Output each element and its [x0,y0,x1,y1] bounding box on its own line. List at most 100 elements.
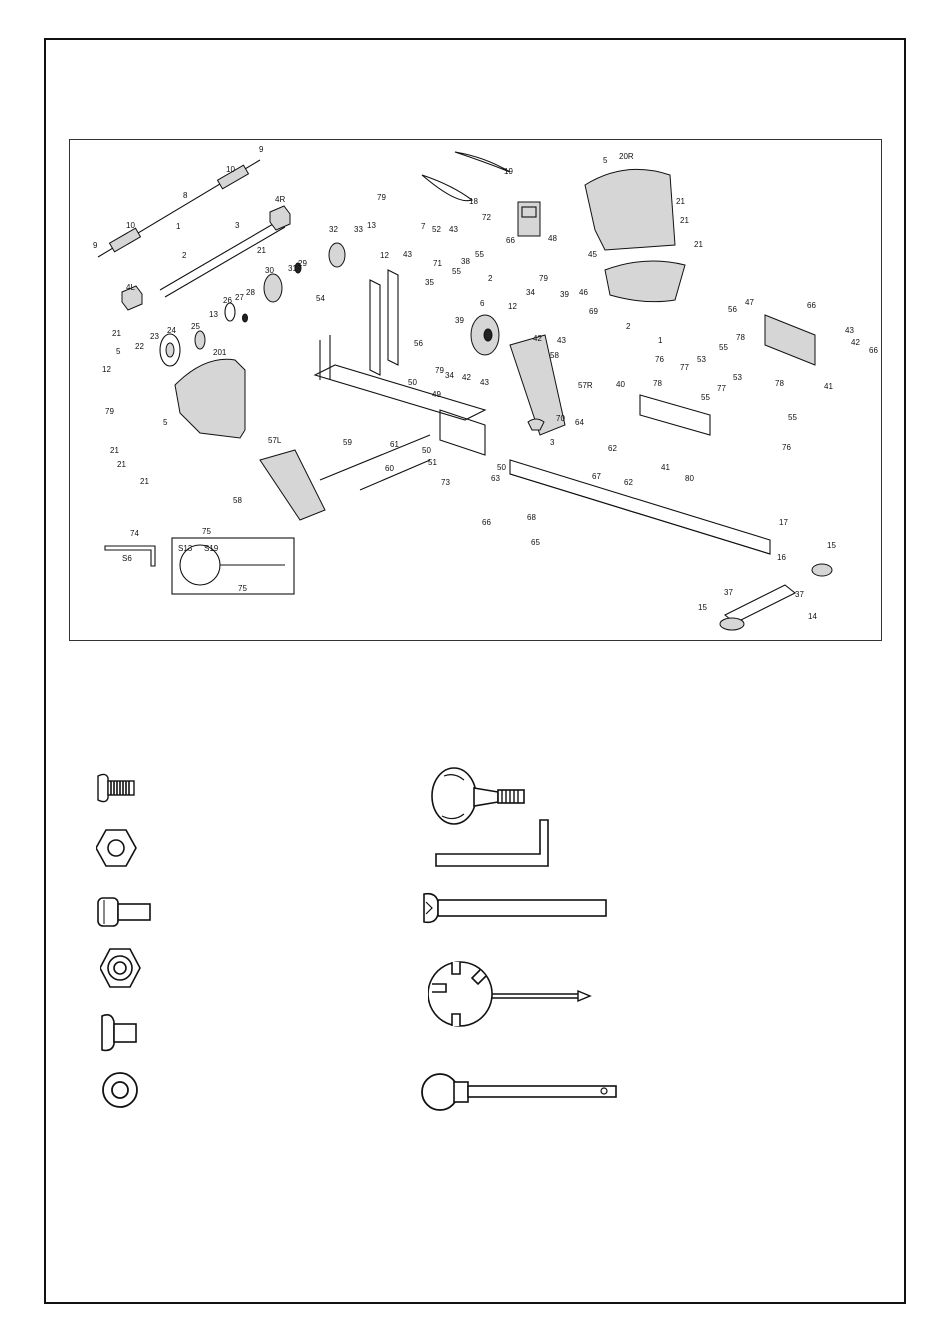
crank-tube-edge [164,226,286,298]
label-60: 60 [385,464,394,473]
label-3: 3 [235,221,240,230]
pedal-57L [259,449,326,521]
console-display [521,206,537,218]
label-78a: 78 [736,333,745,342]
label-37a: 37 [724,588,733,597]
label-20R: 20R [619,152,634,161]
bearing-23 [194,330,206,350]
diagram-svg: 9 10 8 10 9 1 2 3 4R 21 4L 21 32 33 13 1… [93,145,878,631]
rear-stabilizer-14 [723,584,797,624]
label-9a: 9 [259,145,264,154]
label-75: 75 [202,527,211,536]
cap-screw-icon [97,897,151,927]
label-22: 22 [135,342,144,351]
label-53a: 53 [697,355,706,364]
label-24: 24 [167,326,176,335]
label-43d: 43 [480,378,489,387]
label-21f: 21 [676,197,685,206]
end-cap-15a [719,617,745,631]
label-15a: 15 [827,541,836,550]
label-79d: 79 [435,366,444,375]
label-78b: 78 [653,379,662,388]
label-26: 26 [223,296,232,305]
label-41b: 41 [661,463,670,472]
label-79c: 79 [539,274,548,283]
label-76b: 76 [782,443,791,452]
label-5c: 5 [603,156,608,165]
label-14: 14 [808,612,817,621]
bearing-31 [294,262,302,274]
bracket-40 [639,394,711,436]
knob-bolt-icon [431,767,525,825]
label-21e: 21 [140,477,149,486]
label-47: 47 [745,298,754,307]
label-54: 54 [316,294,325,303]
belt-18 [421,174,474,202]
label-66d: 66 [482,518,491,527]
label-29a: 29 [298,259,307,268]
label-80: 80 [685,474,694,483]
label-67: 67 [592,472,601,481]
upright-post-b [387,269,399,366]
frame-mount [439,409,486,456]
flywheel-hub [483,328,493,342]
label-18: 18 [469,197,478,206]
central-frame [313,269,487,456]
crank-hub [165,342,175,358]
bearing-28 [242,313,248,323]
label-4R: 4R [275,195,285,204]
label-21a: 21 [257,246,266,255]
label-39b: 39 [560,290,569,299]
part-labels: 9 10 8 10 9 1 2 3 4R 21 4L 21 32 33 13 1… [93,145,878,621]
label-43a: 43 [449,225,458,234]
label-48: 48 [548,234,557,243]
label-21d: 21 [117,460,126,469]
label-5a: 5 [116,347,121,356]
label-79a: 79 [377,193,386,202]
exploded-parts-diagram: 9 10 8 10 9 1 2 3 4R 21 4L 21 32 33 13 1… [69,139,882,641]
label-57R: 57R [578,381,593,390]
label-39: 39 [455,316,464,325]
label-5b: 5 [163,418,168,427]
upper-roller-assembly [97,159,291,311]
label-40: 40 [616,380,625,389]
label-201: 201 [213,348,227,357]
roller-left [108,227,142,253]
label-32: 32 [329,225,338,234]
label-72: 72 [482,213,491,222]
label-62a: 62 [608,444,617,453]
label-58a: 58 [550,351,559,360]
label-15b: 15 [698,603,707,612]
label-57L: 57L [268,436,282,445]
label-2a: 2 [182,251,187,260]
flywheel-30 [263,273,283,303]
label-34b: 34 [445,371,454,380]
pull-pin-icon [421,1073,617,1111]
label-2c: 2 [626,322,631,331]
label-8: 8 [183,191,188,200]
label-59: 59 [343,438,352,447]
label-34a: 34 [526,288,535,297]
label-62b: 62 [624,478,633,487]
multi-spanner-icon [428,961,592,1027]
console-48 [517,201,541,237]
frame-brace [319,335,331,380]
label-41a: 41 [824,382,833,391]
knob-70 [527,418,545,431]
label-21b: 21 [112,329,121,338]
label-46: 46 [579,288,588,297]
label-9b: 9 [93,241,98,250]
left-shroud-201 [174,358,246,439]
label-4L: 4L [126,283,135,292]
label-33: 33 [354,225,363,234]
label-28: 28 [246,288,255,297]
label-S19: S19 [204,544,219,553]
pedal-57R [509,334,566,436]
label-69: 69 [589,307,598,316]
label-31: 31 [288,264,297,273]
button-head-bolt-icon [97,773,135,803]
tube-end-cap-left [121,285,143,311]
label-78c: 78 [775,379,784,388]
label-16: 16 [777,553,786,562]
label-68: 68 [527,513,536,522]
